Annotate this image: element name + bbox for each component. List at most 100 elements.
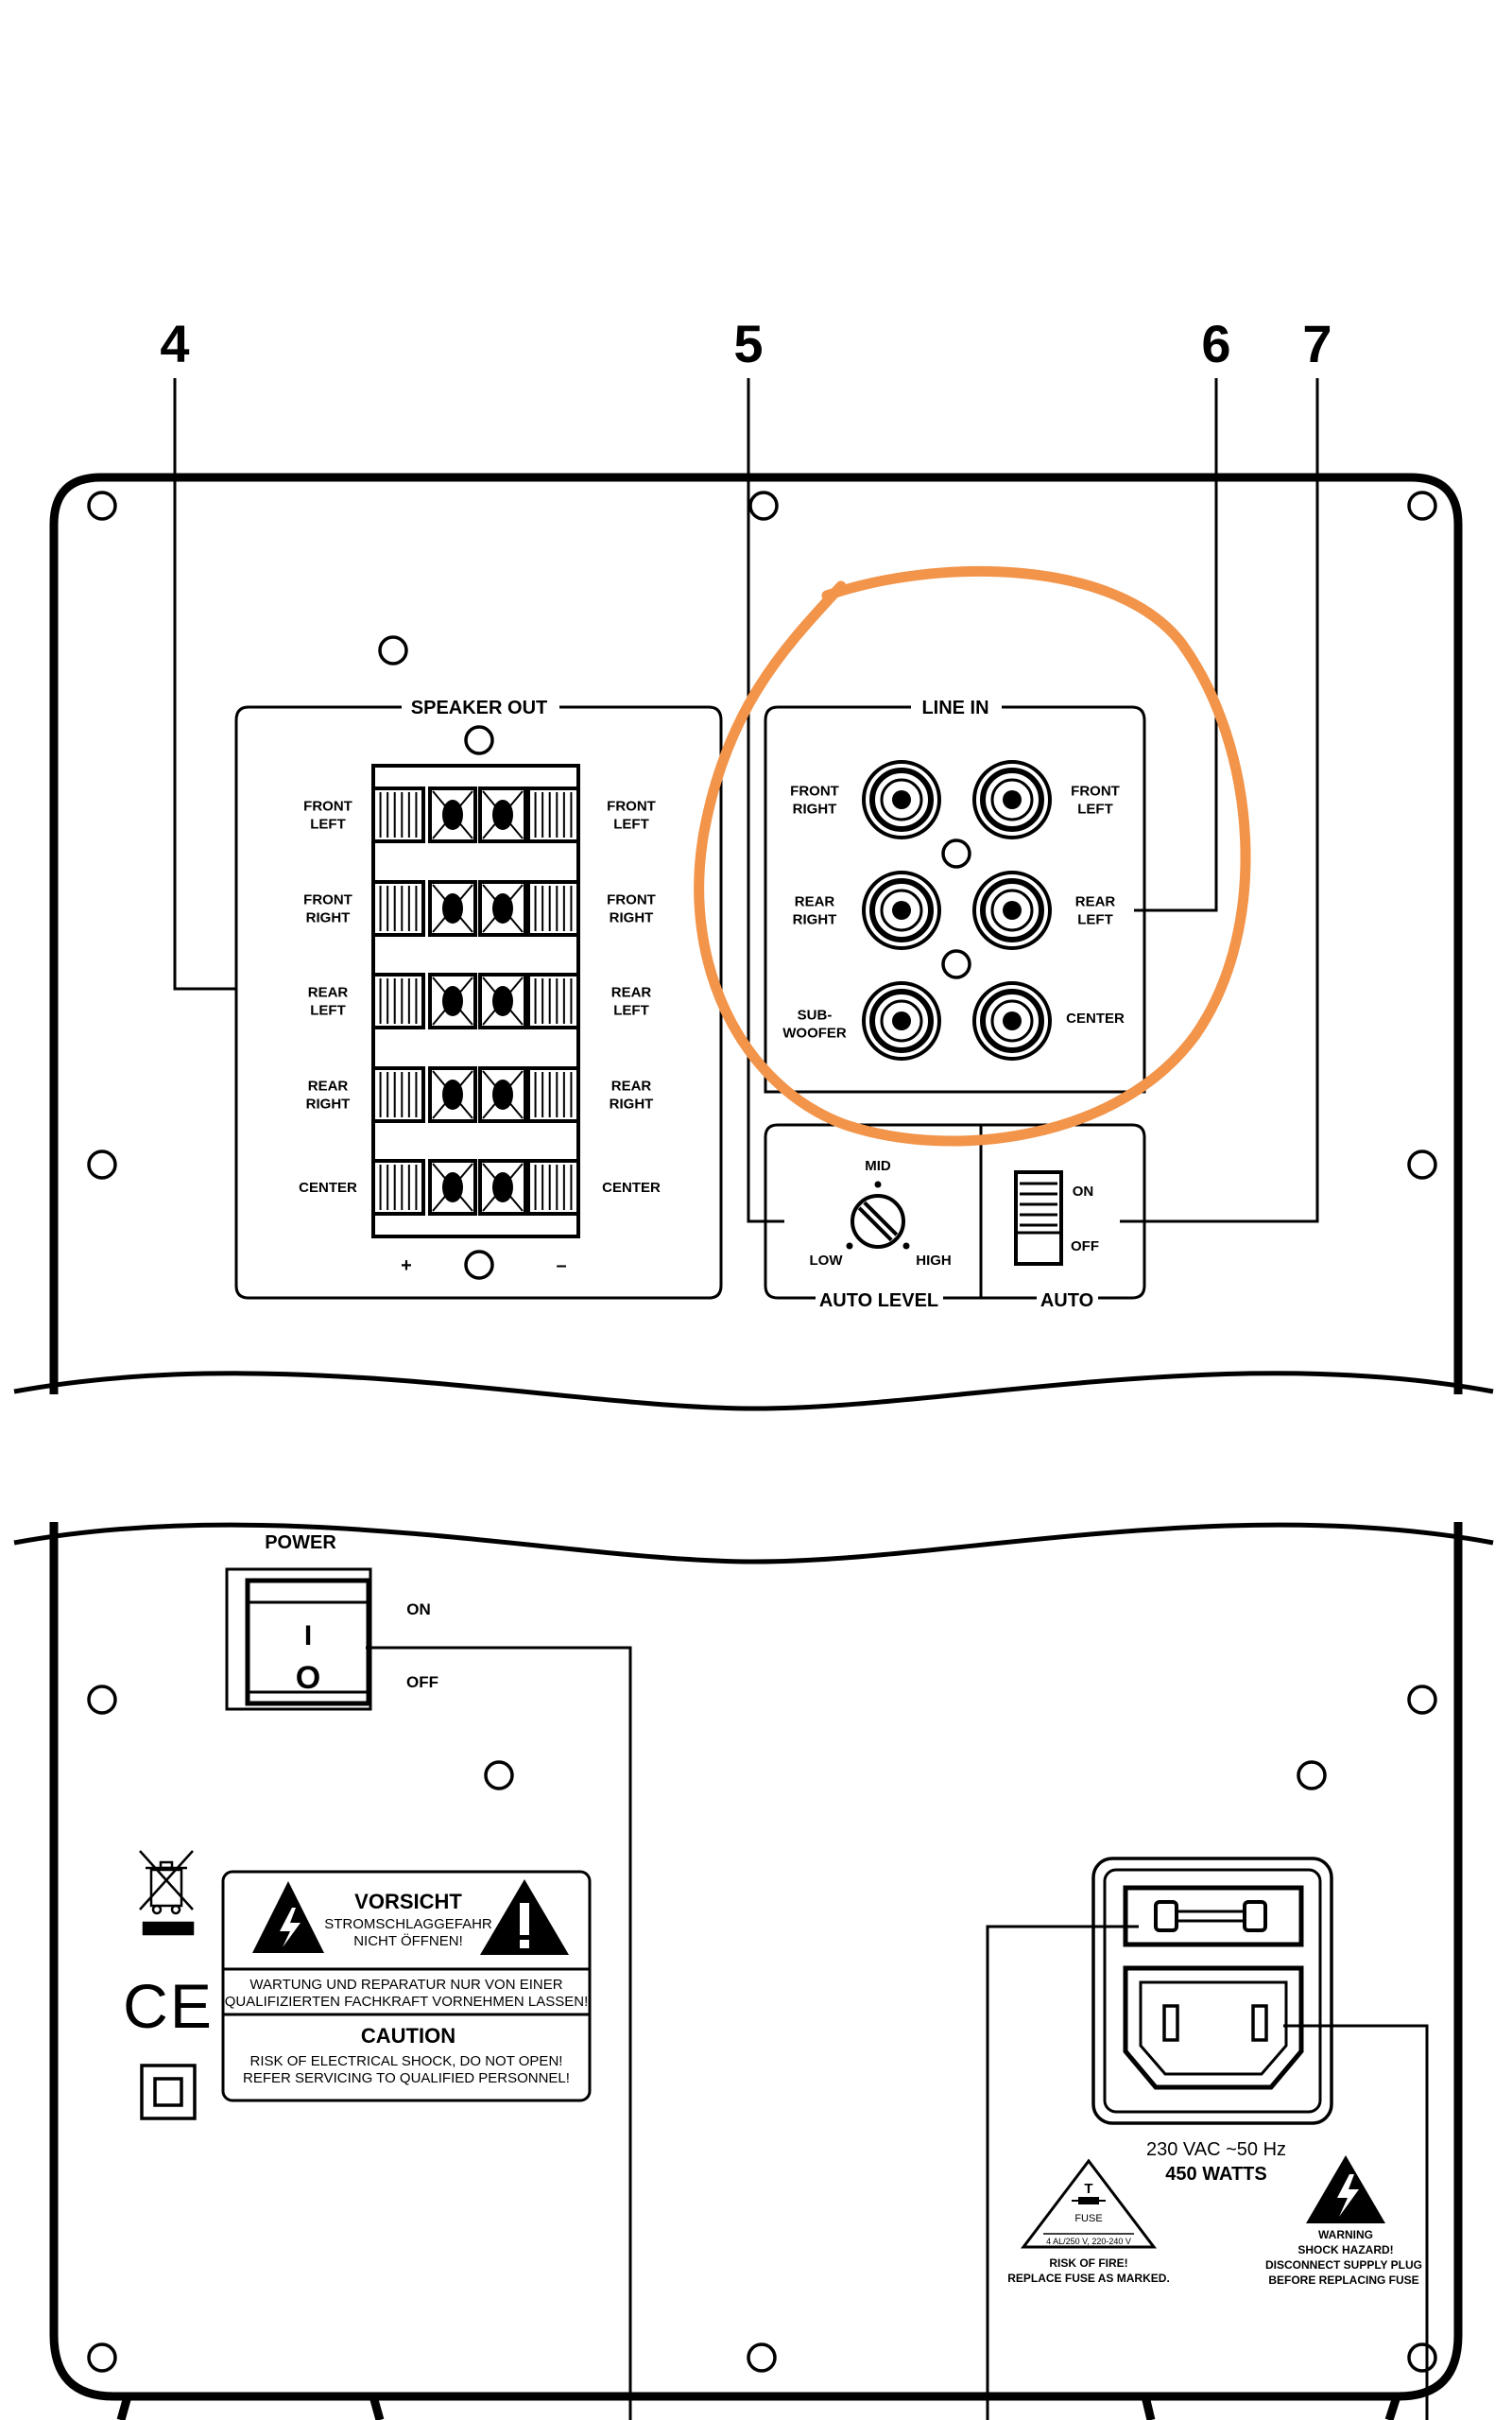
fuse-rating: 4 AL/250 V, 220-240 V [1046, 2237, 1131, 2246]
fuse-symbol-t: T [1084, 2181, 1092, 2197]
level-mid-label: MID [865, 1158, 891, 1174]
screw-terminal[interactable] [478, 1066, 527, 1123]
screw-terminal[interactable] [428, 1066, 477, 1123]
power-spec-voltage: 230 VAC ~50 Hz [1146, 2139, 1286, 2160]
power-spec-watts: 450 WATTS [1165, 2164, 1266, 2185]
spring-clip[interactable] [371, 1159, 425, 1216]
auto-off-label: OFF [1071, 1238, 1099, 1254]
level-knob[interactable] [850, 1194, 905, 1249]
fuse-leader-line [986, 1925, 1139, 2420]
auto-level-section: AUTO LEVEL MID LOW HIGH [764, 1123, 1037, 1311]
screw-terminal[interactable] [478, 1159, 527, 1216]
power-switch-section: POWER I O ON OFF [225, 1532, 632, 2420]
power-off-label: OFF [406, 1673, 438, 1691]
mount-hole [464, 1250, 494, 1280]
level-low-label: LOW [810, 1253, 844, 1269]
spring-clip[interactable] [526, 880, 580, 937]
rca-jack[interactable] [972, 871, 1052, 950]
leader-line-4 [173, 378, 236, 991]
rca-jack[interactable] [972, 760, 1052, 839]
bottom-panel: POWER I O ON OFF CE [13, 1522, 1494, 2420]
speaker-terminal-row [371, 1066, 580, 1123]
speaker-terminal-row [371, 786, 580, 843]
speaker-terminal-row [371, 1159, 580, 1216]
power-on-symbol: I [304, 1620, 312, 1651]
mount-hole [747, 2342, 777, 2373]
mount-hole [1407, 491, 1437, 521]
mount-hole [464, 725, 494, 755]
rca-jack-grid [862, 760, 1052, 1061]
screw-terminal[interactable] [478, 973, 527, 1029]
fuse-warning-line-2: REPLACE FUSE AS MARKED. [1007, 2272, 1170, 2285]
screw-terminal[interactable] [428, 1159, 477, 1216]
rca-jack[interactable] [862, 871, 941, 950]
ce-mark: CE [123, 1971, 214, 2041]
line-in-label-right: CENTER [1066, 1011, 1125, 1027]
spring-clip[interactable] [371, 973, 425, 1029]
spring-clip[interactable] [371, 880, 425, 937]
power-off-symbol: O [296, 1660, 320, 1696]
screw-terminal[interactable] [428, 786, 477, 843]
mount-hole [1407, 1685, 1437, 1715]
caution-title: CAUTION [361, 2024, 455, 2048]
spring-clip[interactable] [526, 1066, 580, 1123]
speaker-out-title: SPEAKER OUT [411, 698, 547, 718]
speaker-terminal-row [371, 880, 580, 937]
spring-clip[interactable] [371, 786, 425, 843]
auto-switch[interactable] [1014, 1170, 1063, 1266]
spring-clip[interactable] [526, 973, 580, 1029]
leader-line-7 [1120, 378, 1319, 1223]
power-inlet [986, 1857, 1429, 2420]
auto-level-title: AUTO LEVEL [819, 1290, 938, 1311]
speaker-terminal-row [371, 973, 580, 1029]
speaker-label-left: CENTER [299, 1180, 357, 1196]
caution-line-1: RISK OF ELECTRICAL SHOCK, DO NOT OPEN! [250, 2053, 563, 2069]
screw-terminal[interactable] [428, 880, 477, 937]
rca-jack[interactable] [862, 981, 941, 1061]
iec-socket[interactable] [1123, 1965, 1304, 2090]
rca-jack[interactable] [862, 760, 941, 839]
power-rocker-switch[interactable]: I O [245, 1578, 371, 1706]
spring-clip[interactable] [371, 1066, 425, 1123]
mount-hole [484, 1760, 514, 1790]
mount-hole [1407, 1150, 1437, 1180]
exclamation-warning-icon [480, 1879, 569, 1955]
lightning-warning-icon [252, 1881, 324, 1953]
screw-terminal[interactable] [428, 973, 477, 1029]
shock-warning: WARNING SHOCK HAZARD! DISCONNECT SUPPLY … [1265, 2155, 1422, 2287]
screw-terminal[interactable] [478, 786, 527, 843]
fuse-holder[interactable] [1123, 1885, 1304, 1947]
vorsicht-line-1: STROMSCHLAGGEFAHR [324, 1916, 492, 1932]
power-on-label: ON [406, 1600, 431, 1618]
double-insulation-icon [140, 2064, 197, 2120]
line-in-title: LINE IN [921, 698, 988, 718]
spring-clip[interactable] [526, 1159, 580, 1216]
shock-warning-line-4: BEFORE REPLACING FUSE [1268, 2273, 1418, 2287]
auto-section: AUTO ON OFF [981, 1123, 1146, 1311]
rca-jack[interactable] [972, 981, 1052, 1061]
auto-on-label: ON [1073, 1184, 1094, 1200]
auto-title: AUTO [1040, 1290, 1093, 1311]
mount-hole [87, 1150, 117, 1180]
leader-line-6 [1134, 378, 1218, 912]
mount-hole [378, 635, 408, 666]
screw-terminal[interactable] [478, 880, 527, 937]
level-high-label: HIGH [916, 1253, 952, 1269]
spring-clip[interactable] [526, 786, 580, 843]
line-in-label-left: SUB-WOOFER [782, 1008, 847, 1042]
plus-symbol: + [401, 1255, 412, 1276]
mount-hole [941, 949, 971, 979]
